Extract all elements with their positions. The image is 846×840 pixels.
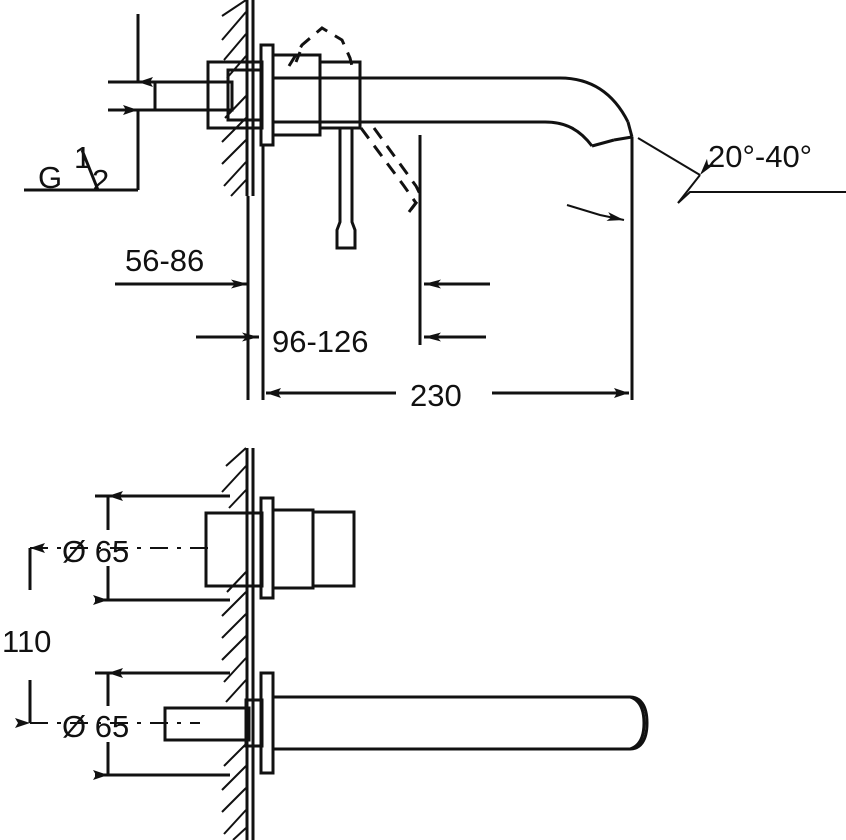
dim-110: 110 — [2, 543, 51, 728]
dim-96-126: 96-126 — [196, 324, 486, 359]
dim-thread-g-half: G 1 2 — [24, 14, 172, 198]
wall-hatching-top — [221, 0, 247, 197]
dim-56-86-label: 56-86 — [125, 243, 204, 278]
upper-escutcheon-assembly — [204, 496, 356, 600]
dim-diameter-bottom-label: Ø 65 — [62, 709, 129, 744]
fraction-slash — [80, 149, 100, 191]
spout-leader-arrow — [566, 204, 625, 221]
cartridge-body — [271, 53, 362, 137]
wall-hatching-bottom — [221, 447, 247, 840]
dim-thread-letter: G — [38, 160, 62, 195]
spout-body-top-view — [273, 76, 630, 147]
dim-diameter-bottom: Ø 65 — [62, 668, 230, 780]
dim-thread-denominator: 2 — [92, 163, 109, 198]
dim-angle-20-40: 20°-40° — [637, 137, 846, 204]
handle-alternate-position-side — [359, 127, 423, 213]
dim-96-126-label: 96-126 — [272, 324, 369, 359]
dim-230-label: 230 — [410, 378, 462, 413]
dim-angle-label: 20°-40° — [708, 139, 812, 174]
wall-section-top — [221, 0, 255, 197]
lower-escutcheon-assembly — [163, 671, 649, 775]
valve-body-top-view — [153, 60, 264, 130]
spout-outlet-tip — [591, 121, 634, 148]
dim-110-label: 110 — [2, 624, 51, 659]
plan-view: Ø 65 Ø 65 110 — [2, 447, 649, 840]
side-elevation-view: G 1 2 56-86 96-126 230 — [24, 0, 846, 413]
handle-alternate-position-up — [287, 26, 354, 67]
handle-lever — [335, 128, 357, 250]
dim-diameter-top: Ø 65 — [62, 491, 230, 605]
dim-230: 230 — [266, 378, 629, 413]
dim-56-86: 56-86 — [115, 243, 248, 289]
dim-diameter-top-label: Ø 65 — [62, 534, 129, 569]
